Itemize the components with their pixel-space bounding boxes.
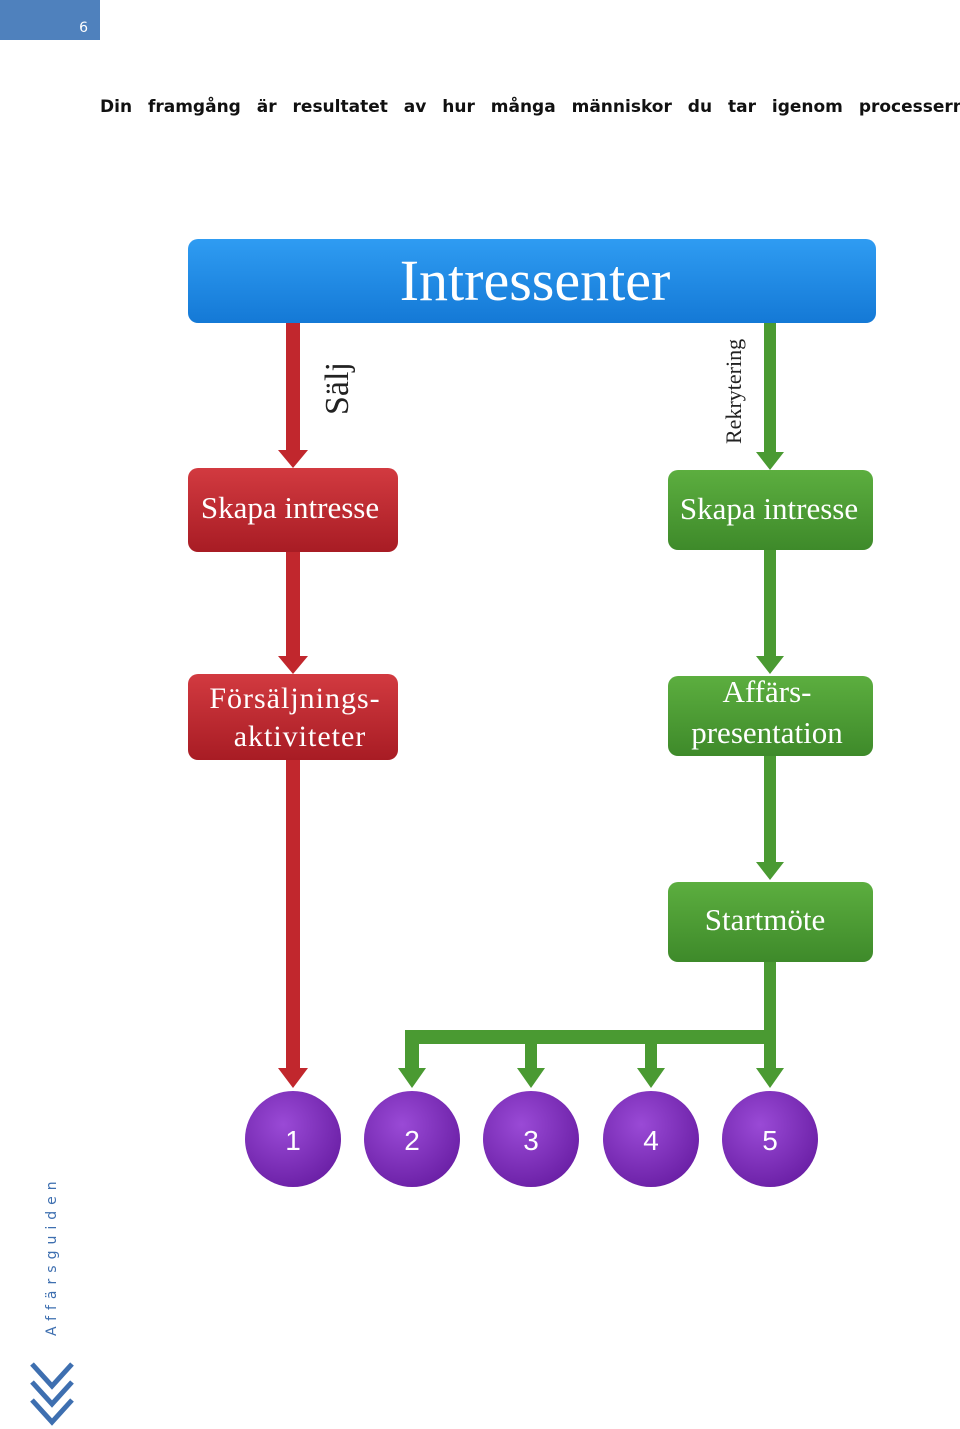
intressenter-label: Intressenter xyxy=(400,248,671,313)
recruit-step-startmote-label: Startmöte xyxy=(705,902,826,937)
circle-2 xyxy=(364,1091,460,1187)
sales-step-skapa-intresse xyxy=(188,468,398,552)
circle-1-label: 1 xyxy=(285,1125,301,1156)
recruit-arrow-3 xyxy=(756,756,784,880)
circle-4-label: 4 xyxy=(643,1125,659,1156)
recruit-edge-label: Rekrytering xyxy=(721,339,746,444)
circle-1 xyxy=(245,1091,341,1187)
recruit-step-startmote xyxy=(668,882,873,962)
arrow-to-circle-4 xyxy=(637,1068,665,1088)
circle-2-label: 2 xyxy=(404,1125,420,1156)
side-brand-label: Affärsguiden xyxy=(44,1175,60,1336)
recruit-arrow-1 xyxy=(756,323,784,470)
sales-step-forsaljning-line2: aktiviteter xyxy=(234,720,367,753)
recruit-step-affarspresentation-line2: presentation xyxy=(691,715,843,750)
sales-step-forsaljning-line1: Försäljnings- xyxy=(209,682,380,715)
sales-arrow-1 xyxy=(278,323,308,468)
arrow-to-circle-5 xyxy=(756,1068,784,1088)
circle-3-label: 3 xyxy=(523,1125,539,1156)
circle-5 xyxy=(722,1091,818,1187)
sales-edge-label: Sälj xyxy=(319,362,356,415)
recruit-step-skapa-intresse xyxy=(668,470,873,550)
recruit-step-affarspresentation xyxy=(668,676,873,756)
recruit-arrow-2 xyxy=(756,550,784,674)
page-number-tab: 6 xyxy=(0,0,100,40)
arrow-to-circle-3 xyxy=(517,1068,545,1088)
chevron-down-icon xyxy=(30,1362,74,1426)
page-number: 6 xyxy=(79,20,88,36)
circle-5-label: 5 xyxy=(762,1125,778,1156)
sales-step-skapa-intresse-label: Skapa intresse xyxy=(201,490,379,525)
page-headline: Din framgång är resultatet av hur många … xyxy=(100,97,960,117)
recruit-distribution-lines xyxy=(405,962,776,1070)
sales-arrow-2 xyxy=(278,552,308,674)
sales-arrow-3 xyxy=(278,760,308,1088)
arrow-to-circle-2 xyxy=(398,1068,426,1088)
recruit-step-skapa-intresse-label: Skapa intresse xyxy=(680,491,858,526)
intressenter-box xyxy=(188,239,876,323)
circle-4 xyxy=(603,1091,699,1187)
sales-step-forsaljning xyxy=(188,674,398,760)
circle-3 xyxy=(483,1091,579,1187)
recruit-step-affarspresentation-line1: Affärs- xyxy=(723,674,812,709)
